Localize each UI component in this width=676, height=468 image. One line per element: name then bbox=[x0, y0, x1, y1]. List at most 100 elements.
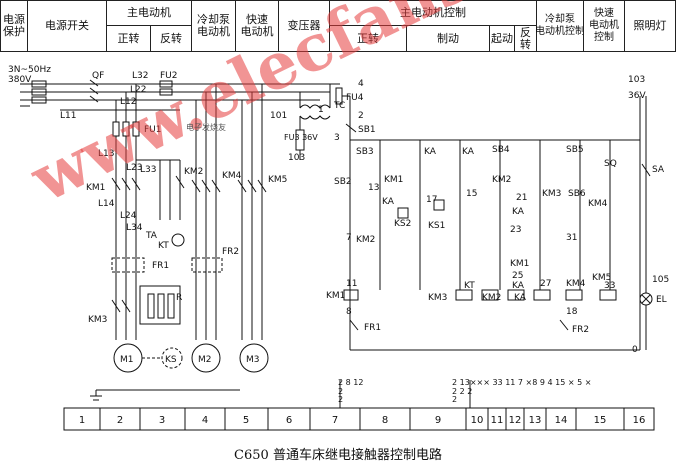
n17-label: 17 bbox=[426, 195, 437, 205]
fr2-label: FR2 bbox=[222, 247, 239, 257]
supply-phase-label: 3N~50Hz bbox=[8, 65, 51, 75]
km1-ctrl2-label: KM1 bbox=[510, 259, 529, 269]
n3-label: 3 bbox=[334, 133, 340, 143]
n7-label: 7 bbox=[346, 233, 352, 243]
km4-power-label: KM4 bbox=[222, 171, 242, 181]
fr1-label: FR1 bbox=[152, 261, 169, 271]
xref-d: 2 13××× 33 11 7 ×8 9 4 15 × 5 × bbox=[452, 378, 591, 387]
xref-e: 2 2 2 bbox=[452, 387, 472, 396]
n1-label: 1 bbox=[318, 105, 324, 115]
km5-coil-label: KM5 bbox=[592, 273, 611, 283]
l11-label: L11 bbox=[60, 111, 76, 121]
km2-ctrl2-label: KM2 bbox=[356, 235, 375, 245]
fr2-ctrl-label: FR2 bbox=[572, 325, 589, 335]
fr1-ctrl-label: FR1 bbox=[364, 323, 381, 333]
header-cell-coolant-motor: 冷却泵 电动机 bbox=[191, 0, 236, 52]
sb1-label: SB1 bbox=[358, 125, 376, 135]
zone-11: 11 bbox=[491, 415, 504, 426]
header-cell-control-reverse: 反转 bbox=[514, 25, 537, 52]
header-cell-power-switch: 电源开关 bbox=[27, 0, 107, 52]
l32-label: L32 bbox=[132, 71, 148, 81]
diagram-caption: C650 普通车床继电接触器控制电路 bbox=[234, 448, 442, 463]
n27-label: 27 bbox=[540, 279, 551, 289]
sb5-label: SB5 bbox=[566, 145, 584, 155]
l22-label: L22 bbox=[130, 85, 146, 95]
header-cell-coolant-control: 冷却泵 电动机控制 bbox=[535, 0, 585, 52]
sa-label: SA bbox=[652, 165, 665, 175]
l24-label: L24 bbox=[120, 211, 137, 221]
header-cell-reverse: 反转 bbox=[150, 25, 192, 52]
header-cell-fast-control: 快速 电动机 控制 bbox=[583, 0, 625, 52]
n13-label: 13 bbox=[368, 183, 379, 193]
l33-label: L33 bbox=[140, 165, 156, 175]
km3-coil-label: KM3 bbox=[428, 293, 447, 303]
xref-b: 2 bbox=[338, 387, 343, 396]
n23-label: 23 bbox=[510, 225, 521, 235]
n18-label: 18 bbox=[566, 307, 578, 317]
n103a-label: 103 bbox=[288, 153, 305, 163]
km2-coil-label: KM2 bbox=[482, 293, 501, 303]
n25-label: 25 bbox=[512, 271, 523, 281]
ks1-label: KS1 bbox=[428, 221, 445, 231]
header-cell-main-motor: 主电动机 bbox=[106, 0, 192, 26]
sb4-label: SB4 bbox=[492, 145, 510, 155]
km4-coil-label: KM4 bbox=[566, 279, 586, 289]
l12-label: L12 bbox=[120, 97, 136, 107]
zone-6: 6 bbox=[286, 415, 292, 426]
zone-13: 13 bbox=[529, 415, 542, 426]
zone-7: 7 bbox=[332, 415, 338, 426]
n8-label: 8 bbox=[346, 307, 352, 317]
zone-5: 5 bbox=[243, 415, 249, 426]
l23-label: L23 bbox=[126, 163, 142, 173]
kt-label: KT bbox=[158, 241, 169, 251]
n15-label: 15 bbox=[466, 189, 477, 199]
n31-label: 31 bbox=[566, 233, 577, 243]
header-cell-control-start: 起动 bbox=[489, 25, 515, 52]
header-table: 电源 保护 电源开关 主电动机 正转 反转 冷却泵 电动机 快速 电动机 变压器… bbox=[0, 0, 676, 52]
n0-label: 0 bbox=[632, 345, 638, 355]
n21-label: 21 bbox=[516, 193, 527, 203]
qf-label: QF bbox=[92, 71, 104, 81]
ka2-label: KA bbox=[462, 147, 475, 157]
km5-power-label: KM5 bbox=[268, 175, 287, 185]
sb6-label: SB6 bbox=[568, 189, 586, 199]
zone-9: 9 bbox=[435, 415, 441, 426]
fu4-label: FU4 bbox=[346, 93, 364, 103]
l14-label: L14 bbox=[98, 199, 115, 209]
header-cell-power-protection: 电源 保护 bbox=[0, 0, 28, 52]
ta-label: TA bbox=[145, 231, 158, 241]
zone-14: 14 bbox=[555, 415, 568, 426]
watermark-small: 电子发烧友 bbox=[186, 123, 226, 132]
fu3-label: FU3 36V bbox=[284, 133, 318, 142]
supply-voltage-label: 380V bbox=[8, 75, 32, 85]
header-cell-forward: 正转 bbox=[106, 25, 151, 52]
ka4-label: KA bbox=[512, 207, 525, 217]
zone-2: 2 bbox=[117, 415, 123, 426]
r-label: R bbox=[176, 293, 182, 303]
zone-1: 1 bbox=[79, 415, 85, 426]
l13-label: L13 bbox=[98, 149, 114, 159]
km1-ctrl-label: KM1 bbox=[384, 175, 403, 185]
n2-label: 2 bbox=[358, 111, 364, 121]
xref-a: 2 8 12 bbox=[338, 378, 363, 387]
km1-power-label: KM1 bbox=[86, 183, 105, 193]
km4-ctrl-label: KM4 bbox=[588, 199, 608, 209]
km2-power-label: KM2 bbox=[184, 167, 203, 177]
ka-coil-label: KA bbox=[514, 293, 527, 303]
fu2-label: FU2 bbox=[160, 71, 178, 81]
l34-label: L34 bbox=[126, 223, 143, 233]
circuit-diagram: 3N~50Hz 380V QF FU2 L32 L22 L12 L11 FU1 … bbox=[8, 65, 669, 431]
ka5-label: KA bbox=[512, 281, 525, 291]
m2-label: M2 bbox=[198, 355, 212, 365]
n101-label: 101 bbox=[270, 111, 287, 121]
header-cell-lighting: 照明灯 bbox=[624, 0, 676, 52]
xref-f: 2 bbox=[452, 395, 457, 404]
header-cell-fast-motor: 快速 电动机 bbox=[235, 0, 279, 52]
header-cell-control-forward: 正转 bbox=[329, 25, 407, 52]
fu1-label: FU1 bbox=[144, 125, 162, 135]
ks-label: KS bbox=[165, 355, 177, 365]
kt-coil-label: KT bbox=[464, 281, 475, 291]
km3-power-label: KM3 bbox=[88, 315, 107, 325]
n105-label: 105 bbox=[652, 275, 669, 285]
zone-4: 4 bbox=[202, 415, 208, 426]
